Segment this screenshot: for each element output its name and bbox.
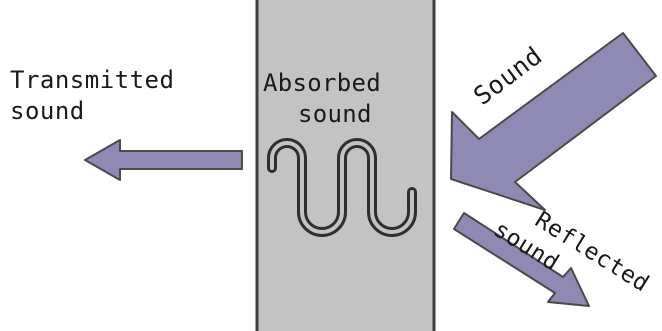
absorbed-label-line1: Absorbed: [263, 69, 381, 97]
transmitted-label-line1: Transmitted: [10, 66, 174, 94]
reflected-arrow-icon: [453, 212, 590, 307]
absorbed-label-line2: sound: [298, 100, 372, 128]
transmitted-sound-label: Transmitted sound: [10, 66, 189, 125]
absorbed-sound-label: Absorbed sound: [263, 69, 396, 128]
incoming-sound-arrow-icon: [450, 32, 657, 211]
transmitted-arrow-icon: [84, 139, 243, 181]
transmitted-label-line2: sound: [10, 97, 85, 125]
absorbed-wave-icon: [267, 138, 417, 237]
